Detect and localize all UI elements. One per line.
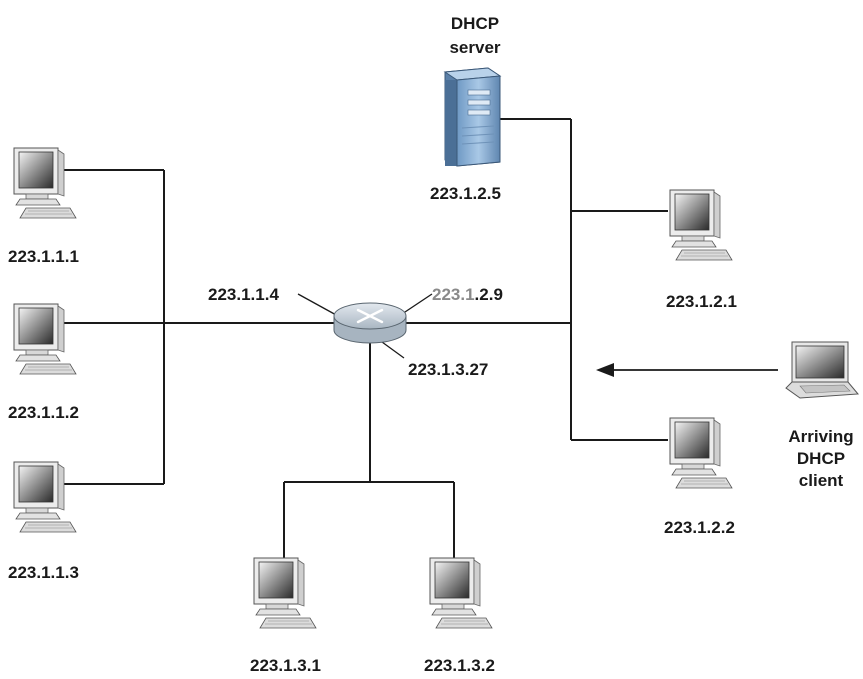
host-label-223-1-2-2: 223.1.2.2 [664, 518, 735, 537]
host-223-1-3-2-icon [429, 557, 493, 629]
host-223-1-1-2-icon [13, 303, 77, 375]
host-label-223-1-2-1: 223.1.2.1 [666, 292, 737, 311]
leader-223-1-3-27 [381, 341, 405, 359]
dhcp-server-title-line1: DHCP [450, 14, 500, 33]
leader-223-1-1-4 [297, 293, 339, 317]
dhcp-server-icon [443, 67, 502, 167]
network-links [62, 118, 668, 560]
router-iface-label-223-1-1-4: 223.1.1.4 [208, 285, 279, 304]
host-label-223-1-3-2: 223.1.3.2 [424, 656, 495, 675]
arriving-client-label: Arriving DHCP client [776, 426, 863, 492]
host-223-1-3-1-icon [253, 557, 317, 629]
host-label-223-1-3-1: 223.1.3.1 [250, 656, 321, 675]
arriving-client-label-line1: Arriving [788, 427, 854, 446]
dhcp-server-title-line2: server [449, 38, 501, 57]
host-label-223-1-1-2: 223.1.1.2 [8, 403, 79, 422]
router-icon [333, 302, 407, 344]
host-223-1-2-2-icon [669, 417, 733, 489]
router-iface-label-223-1-3-27: 223.1.3.27 [408, 360, 489, 379]
host-label-223-1-1-3: 223.1.1.3 [8, 563, 79, 582]
router-iface-label-223-1-2-9-prefix: 223.1 [432, 285, 475, 304]
host-223-1-1-3-icon [13, 461, 77, 533]
arriving-client-laptop-icon [785, 341, 859, 399]
dhcp-server-ip: 223.1.2.5 [430, 184, 501, 203]
client-arrival-arrow [596, 363, 778, 377]
router-iface-label-223-1-2-9: 223.1.2.9 [432, 285, 503, 305]
leader-223-1-2-9 [401, 293, 433, 315]
host-223-1-2-1-icon [669, 189, 733, 261]
dhcp-server-title: DHCP server [425, 14, 525, 58]
router-iface-label-223-1-2-9-suffix: .2.9 [474, 285, 503, 304]
host-223-1-1-1-icon [13, 147, 77, 219]
arriving-client-label-line2: DHCP [796, 449, 846, 468]
host-label-223-1-1-1: 223.1.1.1 [8, 247, 79, 266]
arriving-client-label-line3: client [798, 471, 844, 490]
